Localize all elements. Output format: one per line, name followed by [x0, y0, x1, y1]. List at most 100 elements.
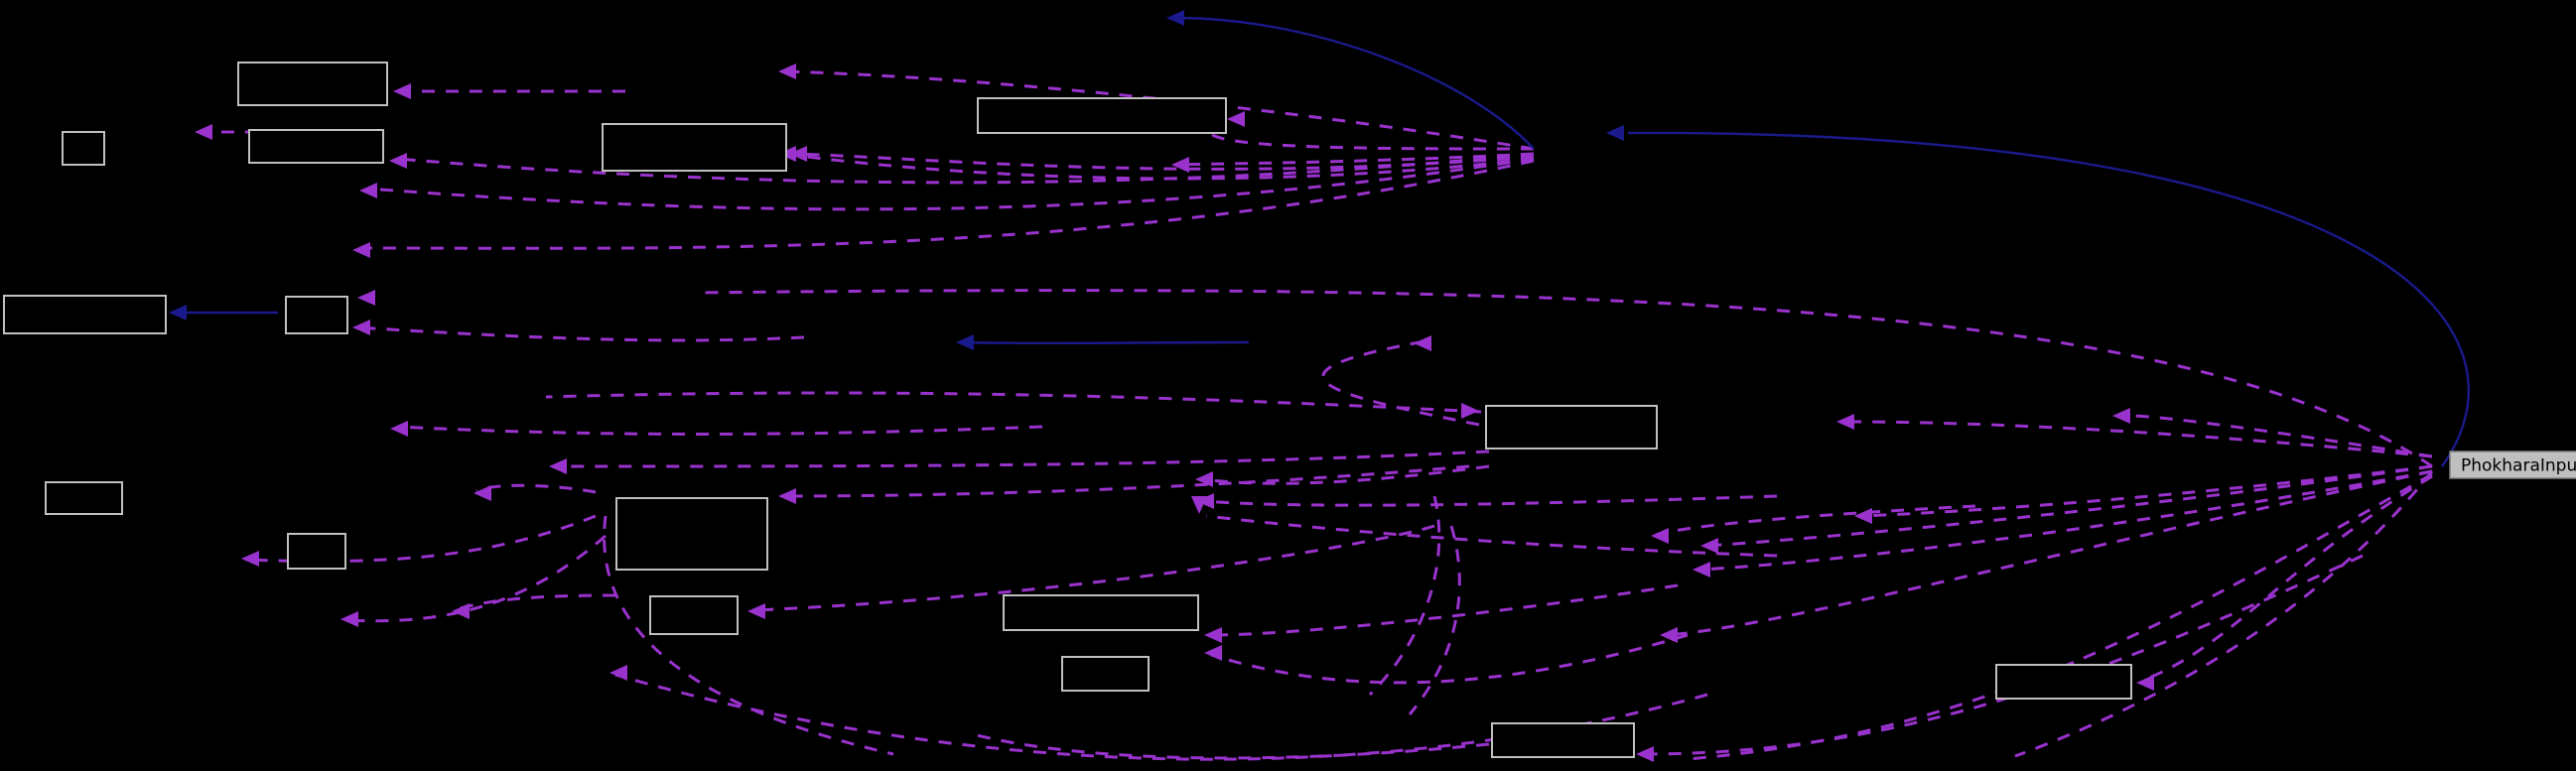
graph-node[interactable] [237, 62, 388, 106]
graph-edge-arrowhead [956, 334, 974, 350]
graph-edge-arrowhead [340, 611, 358, 627]
node-box[interactable] [649, 595, 739, 635]
node-box[interactable] [248, 129, 384, 164]
graph-edge [1321, 340, 1480, 427]
graph-edge-arrowhead [474, 485, 491, 501]
node-box[interactable] [287, 533, 346, 570]
graph-edge [2014, 470, 2434, 758]
graph-edge [1210, 633, 1689, 685]
node-box[interactable] [615, 497, 768, 571]
node-box[interactable] [1061, 656, 1150, 692]
graph-edge [356, 159, 1535, 250]
node-box[interactable] [1485, 405, 1658, 450]
node-box[interactable] [2449, 450, 2576, 479]
graph-node[interactable] [285, 296, 348, 334]
graph-edge-arrowhead [1693, 562, 1710, 578]
graph-edge-arrowhead [789, 146, 807, 162]
graph-edge [545, 391, 1482, 414]
graph-edge [356, 325, 805, 342]
graph-edge-arrowhead [610, 665, 627, 681]
graph-edge-arrowhead [1836, 414, 1854, 430]
node-label: PhokharaInputModule [2461, 456, 2576, 476]
graph-edge [396, 425, 1043, 436]
graph-edge-arrowhead [1461, 403, 1479, 419]
graph-edge-arrowhead [778, 488, 796, 504]
graph-node[interactable] [62, 131, 105, 166]
graph-node[interactable] [977, 97, 1227, 134]
graph-edge-arrowhead [393, 83, 411, 99]
node-box[interactable] [3, 295, 167, 334]
graph-edge-arrowhead [352, 242, 370, 258]
graph-node[interactable] [1003, 594, 1199, 631]
node-box[interactable] [1995, 664, 2132, 700]
graph-edge [1368, 495, 1441, 697]
graph-edge [2118, 414, 2433, 458]
graph-edge [1706, 464, 2433, 548]
graph-edge-arrowhead [778, 64, 796, 79]
graph-node[interactable] [1485, 405, 1658, 450]
graph-edge [555, 450, 1490, 468]
graph-edge [783, 152, 1535, 181]
graph-node-root[interactable]: PhokharaInputModule [2449, 450, 2576, 479]
edge-layer [169, 10, 2470, 762]
graph-edge-arrowhead [1171, 157, 1189, 173]
graph-edge [456, 593, 616, 611]
graph-edge-arrowhead [747, 603, 765, 619]
graph-edge [972, 732, 1490, 760]
node-box[interactable] [62, 131, 105, 166]
node-box[interactable] [602, 123, 787, 172]
graph-node[interactable] [615, 497, 768, 571]
graph-edge-arrowhead [1196, 493, 1214, 509]
graph-edge [366, 157, 1535, 211]
graph-edge [1202, 494, 1778, 507]
graph-edge-arrowhead [2112, 408, 2130, 424]
graph-edge [962, 340, 1250, 345]
graph-edge-arrowhead [195, 124, 212, 140]
graph-edge [1840, 420, 2433, 458]
graph-edge [1408, 525, 1461, 715]
graph-edge-arrowhead [1660, 627, 1678, 643]
graph-edge [753, 524, 1435, 612]
graph-node[interactable] [45, 481, 123, 515]
graph-edge [1860, 464, 2433, 518]
graph-node[interactable] [3, 295, 167, 334]
graph-edge [2143, 474, 2433, 682]
graph-edge-arrowhead [1636, 746, 1654, 762]
graph-edge-arrowhead [452, 603, 470, 619]
graph-edge [1205, 514, 1778, 558]
graph-edge [475, 483, 597, 494]
graph-edge [1200, 464, 1490, 485]
graph-edge-arrowhead [1700, 538, 1718, 554]
node-box[interactable] [1491, 722, 1635, 758]
graph-edge-arrowhead [1204, 627, 1222, 643]
node-box[interactable] [1003, 594, 1199, 631]
graph-edge [793, 152, 1535, 171]
node-box[interactable] [45, 481, 123, 515]
graph-edge [1210, 583, 1679, 637]
node-box[interactable] [285, 296, 348, 334]
graph-node[interactable] [649, 595, 739, 635]
graph-node[interactable] [1491, 722, 1635, 758]
graph-node[interactable] [287, 533, 346, 570]
graph-node[interactable] [248, 129, 384, 164]
graph-node[interactable] [1061, 656, 1150, 692]
graph-node[interactable] [1995, 664, 2132, 700]
graph-edge-arrowhead [352, 320, 370, 335]
graph-edge-arrowhead [390, 421, 408, 437]
graph-edge [1687, 472, 2433, 761]
node-box[interactable] [977, 97, 1227, 134]
graph-edge-arrowhead [389, 153, 407, 169]
graph-edge [1627, 131, 2470, 467]
graph-edge-arrowhead [1204, 645, 1222, 661]
graph-edge [694, 289, 2433, 468]
graph-edge-arrowhead [1651, 528, 1669, 544]
graph-edge-arrowhead [1606, 125, 1624, 141]
node-box[interactable] [237, 62, 388, 106]
graph-edge-arrowhead [1854, 508, 1872, 524]
graph-edge-arrowhead [359, 183, 377, 198]
graph-node[interactable] [602, 123, 787, 172]
graph-edge-arrowhead [1195, 471, 1213, 487]
graph-edge [1180, 16, 1535, 150]
